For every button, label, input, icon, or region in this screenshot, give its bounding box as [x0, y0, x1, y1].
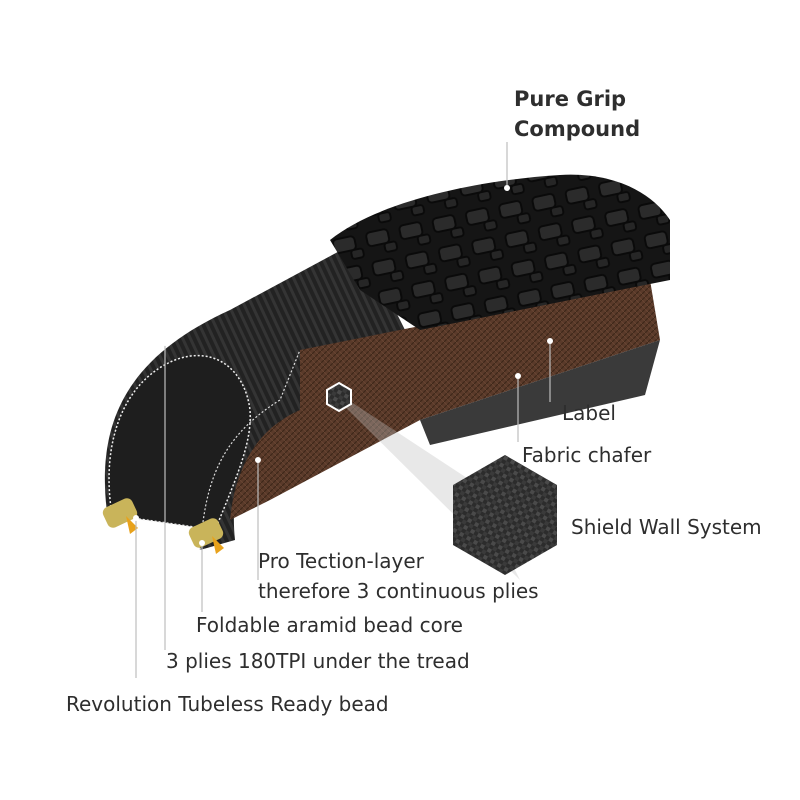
casing-outer [104, 240, 420, 550]
label-plies: 3 plies 180TPI under the tread [166, 649, 470, 673]
hexagon-marker [326, 381, 352, 413]
label-band [420, 340, 660, 445]
leader-lines [135, 142, 551, 678]
tread-surface [330, 174, 670, 330]
leader-dots [133, 185, 553, 546]
casing-edge [199, 349, 301, 551]
label-label: Label [562, 401, 616, 425]
label-pro-tection-line2: therefore 3 continuous plies [258, 579, 539, 603]
casing-inner-hollow [108, 354, 251, 531]
bead-right [188, 518, 224, 554]
label-shield-wall-system: Shield Wall System [571, 515, 762, 539]
label-bead-core: Foldable aramid bead core [196, 613, 463, 637]
label-pure-grip-line2: Compound [514, 117, 641, 141]
bead-left [102, 498, 138, 534]
shield-wall-hexagon [453, 455, 557, 575]
label-fabric-chafer: Fabric chafer [522, 443, 652, 467]
label-pro-tection-line1: Pro Tection-layer [258, 549, 424, 573]
label-tubeless-bead: Revolution Tubeless Ready bead [66, 692, 389, 716]
label-pure-grip-line1: Pure Grip [514, 87, 627, 111]
